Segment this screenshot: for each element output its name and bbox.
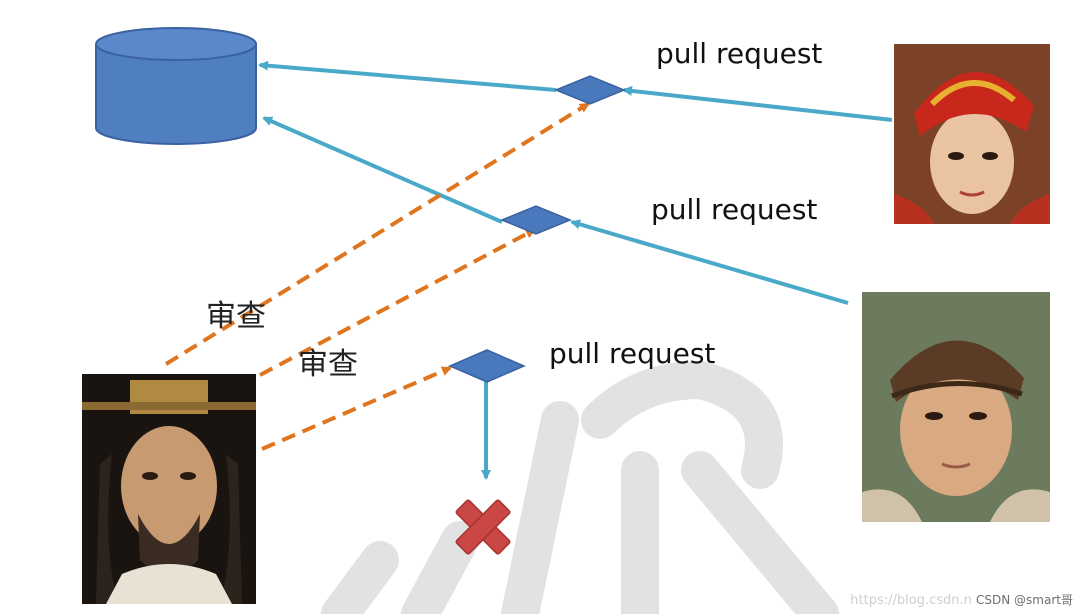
- requester-portrait-icon: [862, 292, 1050, 522]
- review-arrow-2: [259, 228, 536, 377]
- watermark-site: https://blog.csdn.n: [850, 593, 972, 608]
- pull-request-label-3: pull request: [549, 337, 716, 370]
- reviewer-avatar: [82, 374, 256, 604]
- review-label-1: 审查: [206, 299, 266, 334]
- review-label-2: 审查: [298, 347, 358, 382]
- arrow-pr2-to-repo: [262, 116, 503, 224]
- arrow-pr1-from-requester: [622, 85, 893, 122]
- requester-portrait-icon: [894, 44, 1050, 224]
- merge-diamond-3: [448, 349, 526, 383]
- requester-avatar-middle: [862, 292, 1050, 522]
- pull-request-label-2: pull request: [651, 193, 818, 226]
- reject-x-icon: [455, 499, 511, 555]
- merge-diamond-2: [500, 205, 572, 235]
- reviewer-portrait-icon: [82, 374, 256, 604]
- pull-request-label-1: pull request: [656, 37, 823, 70]
- watermark-brand: CSDN @smart哥: [976, 593, 1073, 607]
- review-arrow-3: [261, 366, 452, 451]
- review-arrow-1: [164, 102, 590, 366]
- background-glyph: [321, 360, 839, 614]
- watermark: https://blog.csdn.n CSDN @smart哥: [850, 591, 1073, 608]
- merge-diamond-1: [554, 75, 626, 105]
- repository-icon: [95, 27, 257, 145]
- arrow-pr2-from-requester: [570, 219, 849, 305]
- arrow-pr1-to-repo: [258, 60, 557, 92]
- requester-avatar-top: [894, 44, 1050, 224]
